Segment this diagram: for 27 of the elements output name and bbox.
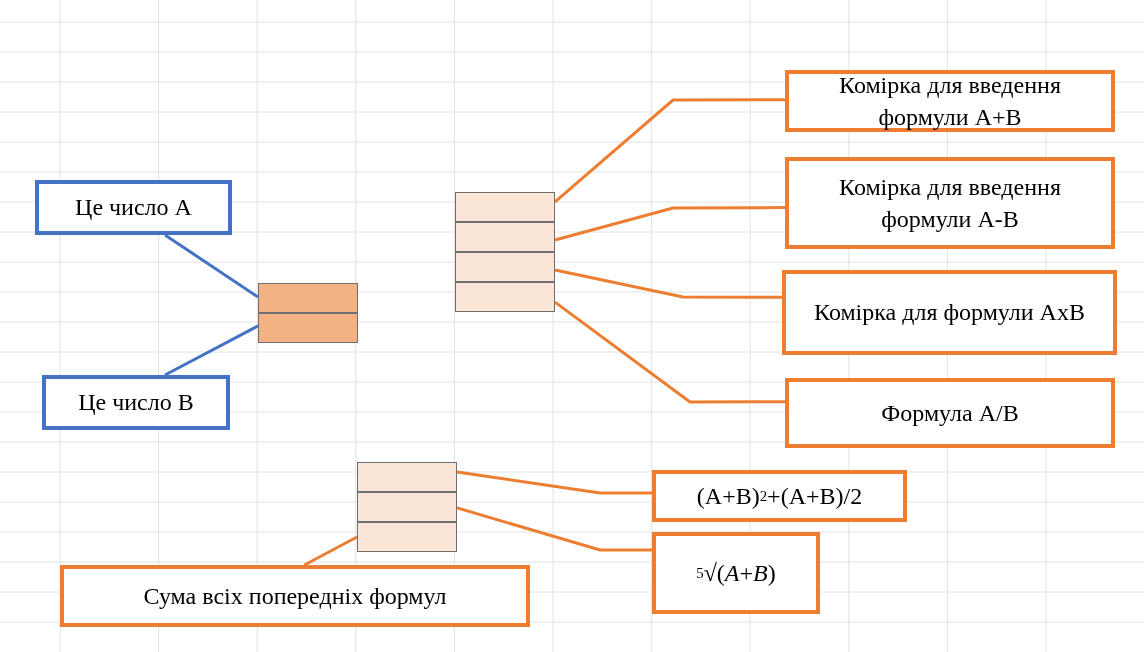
spreadsheet-cell (258, 313, 358, 343)
callout-box: Комірка для введення формули A-B (785, 157, 1115, 249)
callout-box: Комірка для введення формули A+B (785, 70, 1115, 132)
callout-box: (A+B)$^{2}$+(A+B)/2 (652, 470, 907, 522)
callout-box: Сума всіх попередніх формул (60, 565, 530, 627)
leader-line (554, 206, 785, 242)
spreadsheet-cell (357, 462, 457, 492)
spreadsheet-cell (357, 492, 457, 522)
leader-line (456, 470, 652, 495)
callout-box: Комірка для формули AxB (782, 270, 1117, 355)
leader-line (554, 268, 782, 299)
leader-line (303, 535, 358, 567)
leader-line (554, 98, 785, 204)
spreadsheet-cell (455, 282, 555, 312)
spreadsheet-cell (455, 192, 555, 222)
leader-line (164, 233, 259, 299)
leader-line (164, 324, 259, 377)
leader-line (554, 300, 785, 404)
spreadsheet-cell (357, 522, 457, 552)
spreadsheet-cell (455, 222, 555, 252)
callout-box: Це число А (35, 180, 232, 235)
spreadsheet-cell (455, 252, 555, 282)
callout-box: $^{5}$√(A+B) (652, 532, 820, 614)
callout-box: Це число В (42, 375, 230, 430)
callout-box: Формула A/B (785, 378, 1115, 448)
leader-line (456, 506, 652, 552)
spreadsheet-cell (258, 283, 358, 313)
